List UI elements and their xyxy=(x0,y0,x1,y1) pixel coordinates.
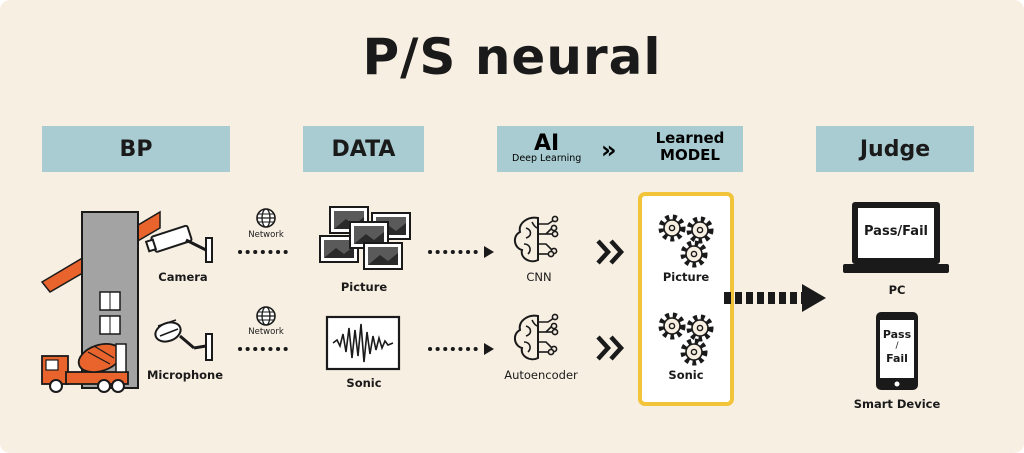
laptop-icon xyxy=(843,202,949,273)
phone-screen-fail: Fail xyxy=(886,352,908,365)
header-ai-sublabel: Deep Learning xyxy=(512,153,582,164)
label-sonic: Sonic xyxy=(346,376,382,390)
double-chevron-icon xyxy=(596,239,625,265)
header-judge: Judge xyxy=(816,126,974,172)
network-globe-icon xyxy=(256,306,276,326)
header-ai-learned-model xyxy=(497,126,743,172)
label-picture: Picture xyxy=(340,280,388,294)
plant-building-illustration xyxy=(40,210,161,389)
header-chevron-icon: » xyxy=(601,136,617,164)
header-ai-label: AI xyxy=(534,131,560,156)
smartphone-icon xyxy=(876,312,918,390)
label-model-sonic: Sonic xyxy=(668,368,704,382)
arrowhead-icon xyxy=(484,246,494,258)
cnn-brain-icon xyxy=(513,215,559,263)
phone-screen-pass: Pass xyxy=(882,328,912,341)
autoencoder-brain-icon xyxy=(513,313,559,361)
diagram-title: P/S neural xyxy=(362,28,662,86)
label-network: Network xyxy=(248,327,284,337)
arrowhead-icon xyxy=(802,284,826,312)
learned-model-box xyxy=(638,192,734,406)
label-autoencoder: Autoencoder xyxy=(504,368,578,382)
header-learned-model: Learned MODEL xyxy=(655,129,725,164)
network-globe-icon xyxy=(256,208,276,228)
microphone-icon xyxy=(151,317,214,362)
phone-screen-slash: / xyxy=(895,341,899,351)
label-microphone: Microphone xyxy=(146,368,224,382)
picture-stack-icon xyxy=(319,206,411,270)
mixer-truck-icon xyxy=(41,342,129,393)
label-cnn: CNN xyxy=(526,270,552,284)
label-pc: PC xyxy=(888,283,906,297)
label-model-picture: Picture xyxy=(662,270,710,284)
arrowhead-icon xyxy=(484,343,494,355)
label-smart-device: Smart Device xyxy=(853,397,941,411)
header-bp: BP xyxy=(42,126,230,172)
header-data: DATA xyxy=(303,126,424,172)
label-network: Network xyxy=(248,230,284,240)
label-camera: Camera xyxy=(158,270,208,284)
double-chevron-icon xyxy=(596,335,625,361)
sonic-waveform-icon xyxy=(325,315,401,371)
pc-screen-result: Pass/Fail xyxy=(864,224,928,239)
